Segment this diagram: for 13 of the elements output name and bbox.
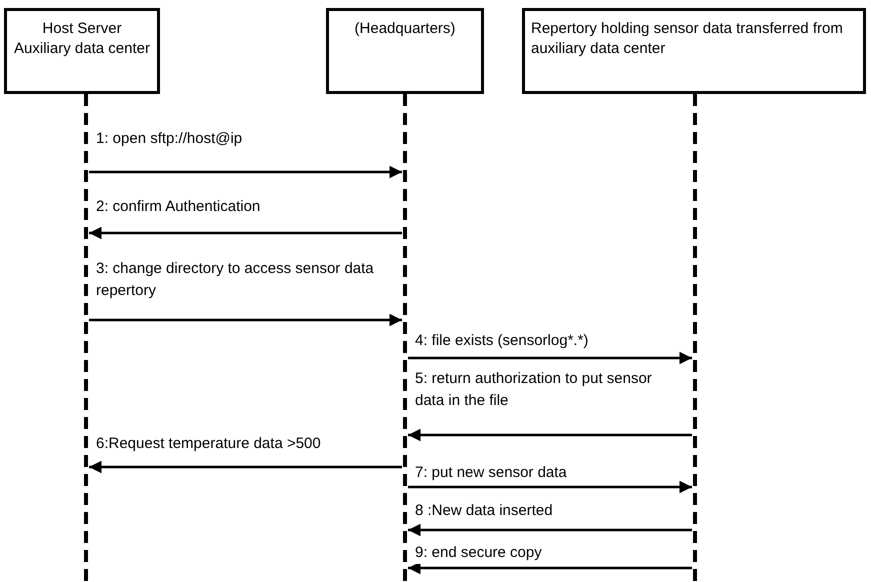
message-arrow (89, 166, 402, 178)
message-arrow (408, 524, 692, 536)
message-arrow (89, 460, 402, 474)
message-arrow (408, 352, 692, 364)
message-arrow (89, 314, 402, 326)
participant-label: (Headquarters) (354, 19, 456, 39)
participant-label: Host Server (41, 19, 123, 39)
message-arrow (408, 428, 692, 442)
message-arrow (408, 562, 692, 574)
message-arrow (408, 480, 692, 494)
participant-label: Repertory holding sensor data transferred from auxiliary data center (531, 19, 844, 60)
message-arrow (89, 226, 402, 240)
participant-label: Auxiliary data center (13, 39, 151, 60)
